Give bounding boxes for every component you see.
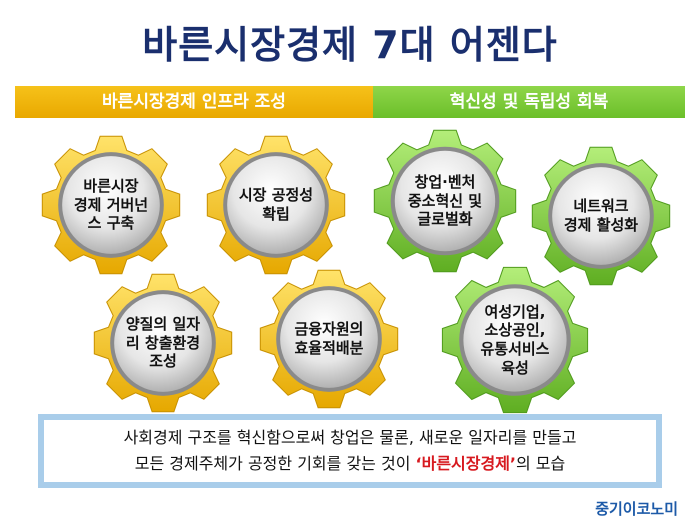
gear-governance: 바른시장 경제 거버넌 스 구축 bbox=[40, 134, 182, 276]
gear-shape bbox=[259, 269, 399, 409]
gear-shape bbox=[41, 135, 181, 275]
gear-jobs: 양질의 일자 리 창출환경 조성 bbox=[92, 272, 234, 414]
gear-disk bbox=[114, 294, 212, 392]
summary-line-2-b: 의 모습 bbox=[516, 454, 566, 473]
gear-shape bbox=[206, 135, 346, 275]
gear-network: 네트워크 경제 활성화 bbox=[530, 145, 672, 287]
summary-box: 사회경제 구조를 혁신함으로써 창업은 물론, 새로운 일자리를 만들고 모든 … bbox=[38, 414, 662, 488]
gear-women-smallbiz: 여성기업, 소상공인, 유통서비스 육성 bbox=[440, 265, 590, 415]
summary-line-2: 모든 경제주체가 공정한 기회를 갖는 것이 ‘바른시장경제’의 모습 bbox=[135, 451, 566, 477]
gear-finance: 금융자원의 효율적배분 bbox=[258, 268, 400, 410]
gear-shape bbox=[373, 129, 517, 273]
summary-highlight: ‘바른시장경제’ bbox=[415, 454, 516, 473]
gear-label: 금융자원의 효율적배분 bbox=[294, 320, 364, 357]
gear-disk bbox=[62, 156, 160, 254]
gear-disk bbox=[394, 150, 496, 252]
summary-line-2-a: 모든 경제주체가 공정한 기회를 갖는 것이 bbox=[134, 454, 416, 473]
gear-label: 여성기업, 소상공인, 유통서비스 육성 bbox=[480, 302, 550, 377]
summary-line-1: 사회경제 구조를 혁신함으로써 창업은 물론, 새로운 일자리를 만들고 bbox=[123, 428, 577, 448]
gear-label: 양질의 일자 리 창출환경 조성 bbox=[125, 314, 201, 371]
gear-label: 창업·벤처 중소혁신 및 글로벌화 bbox=[407, 172, 483, 229]
gear-shape bbox=[531, 146, 671, 286]
gear-label: 바른시장 경제 거버넌 스 구축 bbox=[73, 176, 149, 233]
page-title: 바른시장경제 7대 어젠다 bbox=[142, 23, 558, 67]
brand-logo: 중기이코노미 bbox=[595, 500, 678, 518]
gear-disk bbox=[463, 288, 567, 392]
gear-label: 시장 공정성 확립 bbox=[238, 186, 314, 223]
gear-shape bbox=[441, 266, 589, 414]
band-innovation: 혁신성 및 독립성 회복 bbox=[373, 86, 685, 118]
gear-fairness: 시장 공정성 확립 bbox=[205, 134, 347, 276]
gear-disk bbox=[552, 167, 650, 265]
band-infrastructure: 바른시장경제 인프라 조성 bbox=[15, 86, 373, 118]
gear-disk bbox=[280, 290, 378, 388]
gear-startup: 창업·벤처 중소혁신 및 글로벌화 bbox=[372, 128, 518, 274]
gear-disk bbox=[227, 156, 325, 254]
gear-label: 네트워크 경제 활성화 bbox=[563, 197, 639, 234]
gear-shape bbox=[93, 273, 233, 413]
